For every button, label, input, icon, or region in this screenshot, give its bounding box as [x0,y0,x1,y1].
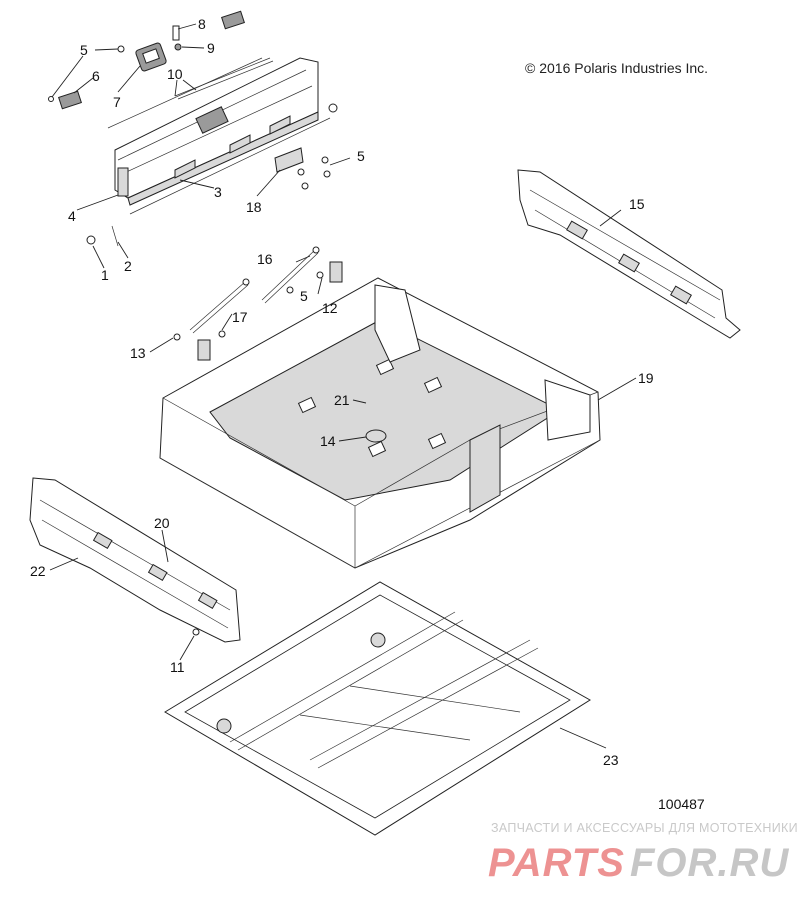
side-panel-left-part [29,477,241,643]
callout-5c: 5 [300,288,308,304]
cargo-drain-part [365,429,387,443]
callout-19: 19 [638,370,654,386]
bracket-part [58,10,245,110]
watermark-brand-grey: FOR.RU [630,841,789,885]
watermark-brand-red: PARTS [488,841,625,885]
callout-18: 18 [246,199,262,215]
reference-number: 100487 [658,796,705,812]
callout-7: 7 [113,94,121,110]
callout-5a: 5 [80,42,88,58]
callout-17: 17 [232,309,248,325]
side-panel-right-part [517,169,741,339]
callout-11: 11 [170,659,185,675]
callout-10: 10 [167,66,183,82]
frame-part [164,581,591,836]
callout-13: 13 [130,345,146,361]
latch-part [135,42,167,72]
callout-1: 1 [101,267,109,283]
rod-part [174,57,274,100]
callout-12: 12 [322,300,338,316]
callout-16: 16 [257,251,273,267]
callout-9: 9 [207,40,215,56]
callout-22: 22 [30,563,46,579]
tailgate-part [107,57,331,215]
callout-14: 14 [320,433,336,449]
callout-23: 23 [603,752,619,768]
copyright-text: © 2016 Polaris Industries Inc. [525,60,708,76]
callout-numbers: 5 6 7 8 9 10 4 3 18 5 1 2 16 5 12 17 13 … [30,16,654,768]
striker-parts [197,261,343,361]
cargo-box-part [159,277,601,569]
callout-3: 3 [214,184,222,200]
callout-8: 8 [198,16,206,32]
watermark-logo: ЗАПЧАСТИ И АКСЕССУАРЫ ДЛЯ МОТОТЕХНИКИ PA… [488,821,798,885]
plate-part [274,147,304,173]
cable-parts [189,246,320,334]
callout-20: 20 [154,515,170,531]
callout-4: 4 [68,208,76,224]
callout-21: 21 [334,392,350,408]
leader-lines [49,23,637,749]
callout-15: 15 [629,196,645,212]
watermark-tagline: ЗАПЧАСТИ И АКСЕССУАРЫ ДЛЯ МОТОТЕХНИКИ [491,821,798,835]
callout-5b: 5 [357,148,365,164]
callout-6: 6 [92,68,100,84]
callout-2: 2 [124,258,132,274]
